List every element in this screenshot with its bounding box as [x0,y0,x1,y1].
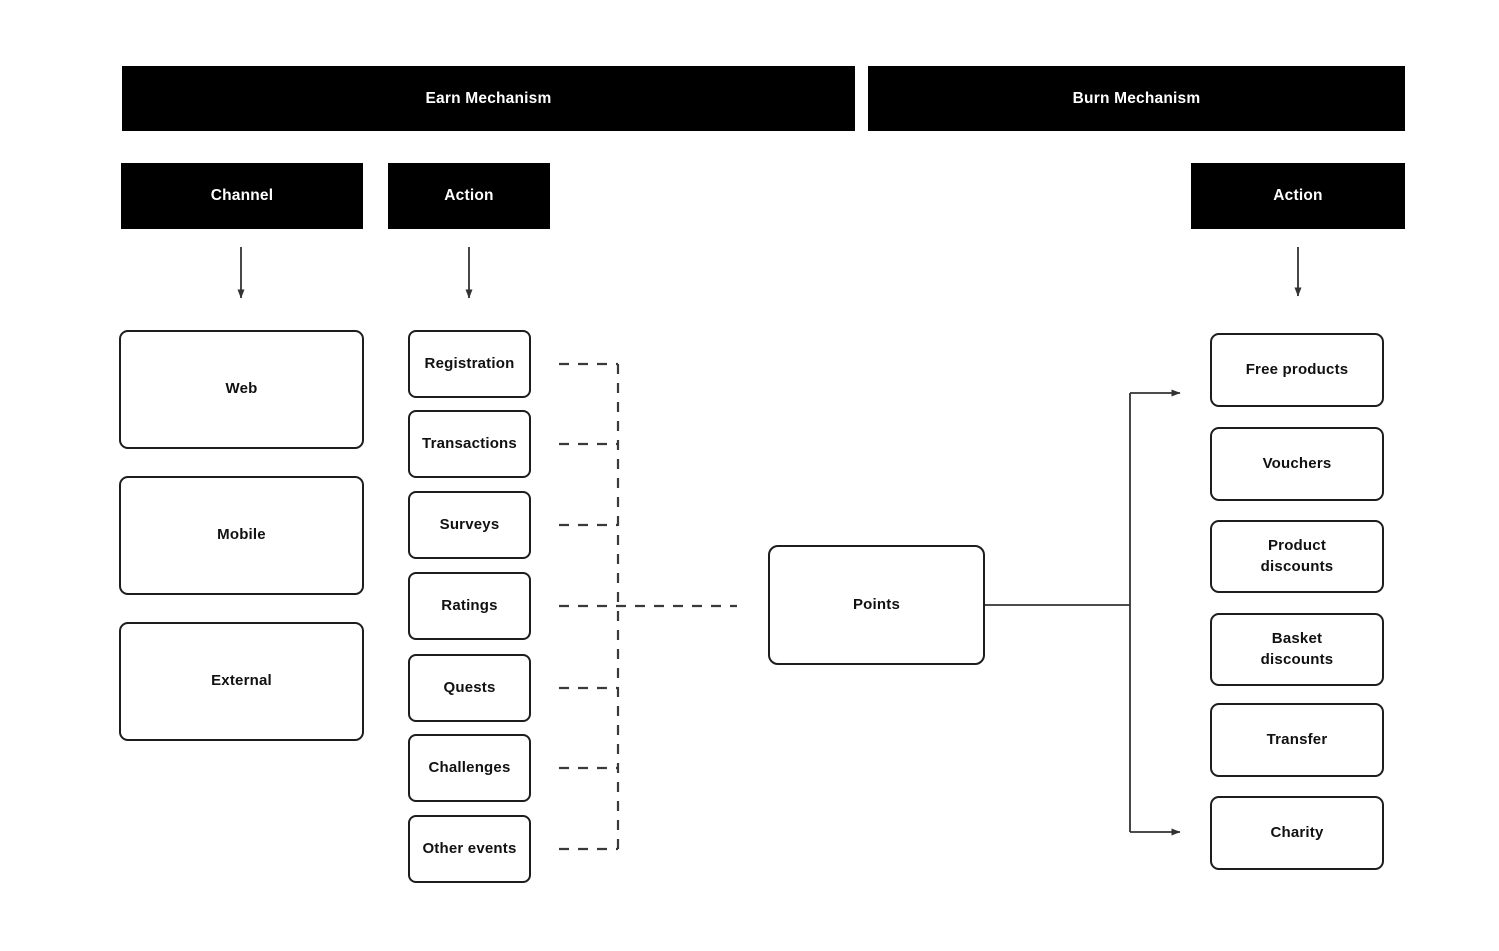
node-external: External [119,622,364,741]
node-ratings-label: Ratings [441,596,498,614]
header-arrows [237,247,1302,299]
node-mobile: Mobile [119,476,364,595]
node-surveys: Surveys [408,491,531,559]
node-web: Web [119,330,364,449]
earn-mechanism-header: Earn Mechanism [122,66,855,131]
node-external-label: External [211,672,272,690]
node-free-products: Free products [1210,333,1384,407]
earn-dashed-links [559,362,737,851]
burn-solid-links [985,389,1181,836]
node-product-discounts: Product discounts [1210,520,1384,593]
node-registration: Registration [408,330,531,398]
node-surveys-label: Surveys [439,515,500,533]
node-other-events-label: Other events [422,839,517,857]
earn-action-column-header: Action [388,163,550,229]
node-quests-label: Quests [443,678,496,696]
node-mobile-label: Mobile [217,526,266,544]
node-transactions-label: Transactions [422,434,517,452]
node-ratings: Ratings [408,572,531,640]
channel-column-header: Channel [121,163,363,229]
earn-mechanism-title: Earn Mechanism [425,89,552,107]
node-basket-discounts: Basket discounts [1210,613,1384,686]
node-vouchers-label: Vouchers [1262,454,1332,472]
node-charity: Charity [1210,796,1384,870]
node-transfer: Transfer [1210,703,1384,777]
node-basket-discounts-label: Basket discounts [1260,630,1334,668]
burn-mechanism-header: Burn Mechanism [868,66,1405,131]
burn-action-header-label: Action [1273,187,1323,204]
node-other-events: Other events [408,815,531,883]
node-quests: Quests [408,654,531,722]
node-web-label: Web [225,380,258,398]
channel-header-label: Channel [210,187,274,204]
node-challenges-label: Challenges [428,758,511,776]
node-points: Points [768,545,985,665]
node-transfer-label: Transfer [1266,730,1328,748]
node-free-products-label: Free products [1245,360,1349,378]
node-challenges: Challenges [408,734,531,802]
node-product-discounts-label: Product discounts [1260,537,1334,575]
earn-action-header-label: Action [444,187,494,204]
node-charity-label: Charity [1270,823,1324,841]
burn-mechanism-title: Burn Mechanism [1072,89,1201,107]
node-vouchers: Vouchers [1210,427,1384,501]
burn-action-column-header: Action [1191,163,1405,229]
node-registration-label: Registration [424,354,515,372]
node-transactions: Transactions [408,410,531,478]
node-points-label: Points [852,595,901,613]
